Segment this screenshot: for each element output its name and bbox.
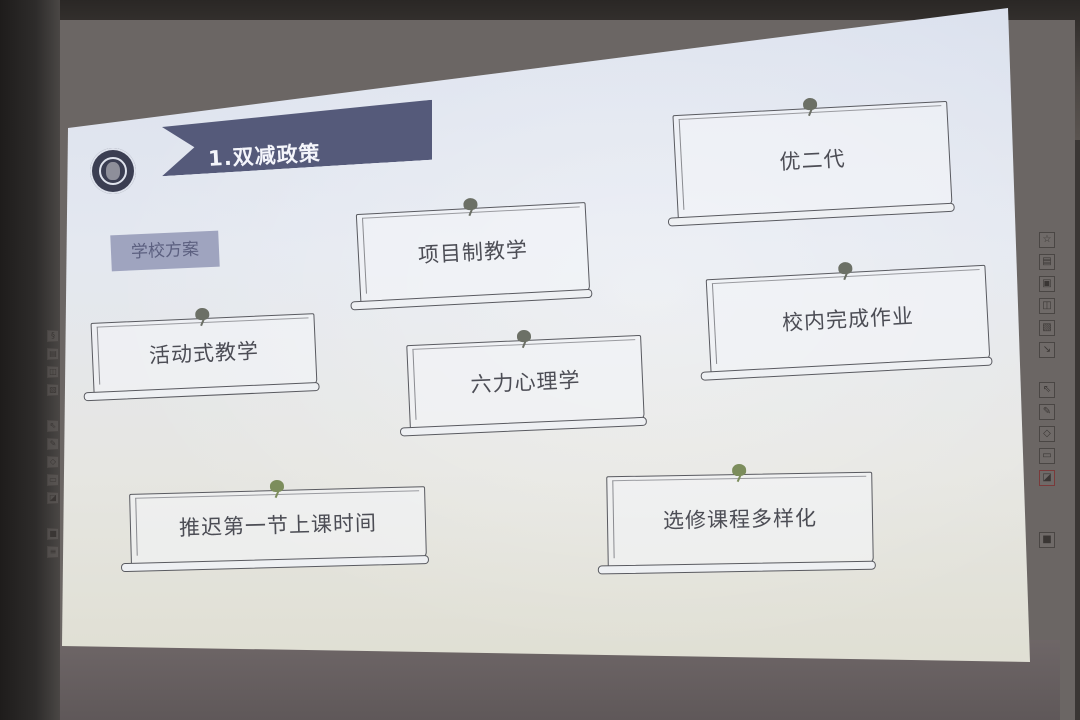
whiteboard-toolbar-left: § ▤ ◫ ▧ ⇖ ✎ ◇ ▭ ◪ ■ ≡ — [44, 330, 62, 558]
card-diverse-electives: 选修课程多样化 — [597, 463, 876, 575]
menu-icon[interactable]: ■ — [1039, 532, 1055, 548]
pushpin-icon — [463, 197, 478, 211]
school-logo-icon — [90, 148, 136, 194]
whiteboard-toolbar-right: ☆ ▤ ▣ ◫ ▧ ↘ ⇖ ✎ ◇ ▭ ◪ ■ — [1034, 232, 1060, 548]
more-icon[interactable]: ≡ — [47, 546, 59, 558]
card-homework-at-school: 校内完成作业 — [700, 261, 993, 381]
pen-icon[interactable]: ✎ — [1039, 404, 1055, 420]
card-you-er-dai: 优二代 — [667, 97, 955, 227]
cursor-pen-icon[interactable]: ↘ — [1039, 342, 1055, 358]
pointer-icon[interactable]: ⇖ — [47, 420, 59, 432]
eraser-icon[interactable]: ◇ — [1039, 426, 1055, 442]
settings-icon[interactable]: § — [47, 330, 59, 342]
pushpin-icon — [269, 479, 285, 493]
frame-icon[interactable]: ◫ — [47, 366, 59, 378]
screen-icon[interactable]: ◪ — [47, 492, 59, 504]
menu-icon[interactable]: ■ — [47, 528, 59, 540]
shape-icon[interactable]: ▭ — [1039, 448, 1055, 464]
pushpin-icon — [802, 97, 817, 111]
save-icon[interactable]: ▣ — [1039, 276, 1055, 292]
card-project-teaching: 项目制教学 — [350, 197, 593, 311]
category-tag: 学校方案 — [110, 230, 220, 272]
room-wall-left — [0, 0, 60, 720]
page-icon[interactable]: ▤ — [47, 348, 59, 360]
star-icon[interactable]: ☆ — [1039, 232, 1055, 248]
screen-icon[interactable]: ◪ — [1039, 470, 1055, 486]
pushpin-icon — [195, 307, 210, 321]
image-icon[interactable]: ▧ — [47, 384, 59, 396]
shape-icon[interactable]: ▭ — [47, 474, 59, 486]
pushpin-icon — [732, 463, 747, 477]
pen-icon[interactable]: ✎ — [47, 438, 59, 450]
page-icon[interactable]: ▤ — [1039, 254, 1055, 270]
card-label: 选修课程多样化 — [662, 506, 818, 533]
pointer-icon[interactable]: ⇖ — [1039, 382, 1055, 398]
card-activity-teaching: 活动式教学 — [83, 307, 320, 402]
eraser-icon[interactable]: ◇ — [47, 456, 59, 468]
pushpin-icon — [838, 261, 853, 275]
frame-icon[interactable]: ◫ — [1039, 298, 1055, 314]
image-icon[interactable]: ▧ — [1039, 320, 1055, 336]
section-title: 1.双减政策 — [207, 141, 322, 171]
pushpin-icon — [516, 329, 531, 343]
card-delay-first-class: 推迟第一节上课时间 — [120, 479, 430, 573]
card-six-forces-psychology: 六力心理学 — [399, 329, 648, 437]
